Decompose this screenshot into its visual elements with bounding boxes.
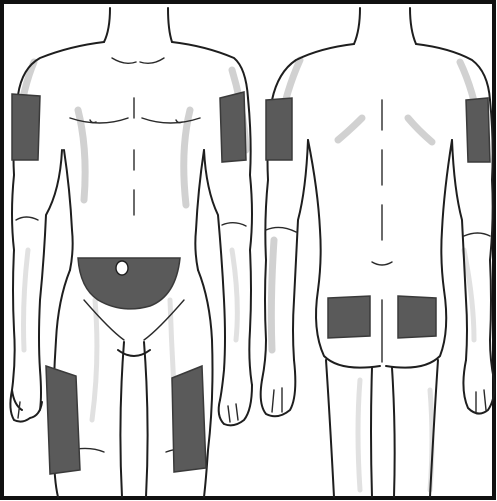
back-figure [261, 8, 495, 497]
site-back-left-upper-arm [266, 98, 292, 160]
site-front-left-upper-arm [220, 92, 246, 162]
front-figure [10, 8, 252, 497]
site-back-left-buttock [328, 296, 370, 338]
site-front-right-thigh [46, 366, 80, 474]
site-front-left-thigh [172, 366, 206, 472]
site-front-right-upper-arm [12, 94, 40, 160]
site-back-right-upper-arm [466, 98, 490, 162]
site-front-navel-gap [116, 261, 128, 275]
site-back-right-buttock [398, 296, 436, 338]
